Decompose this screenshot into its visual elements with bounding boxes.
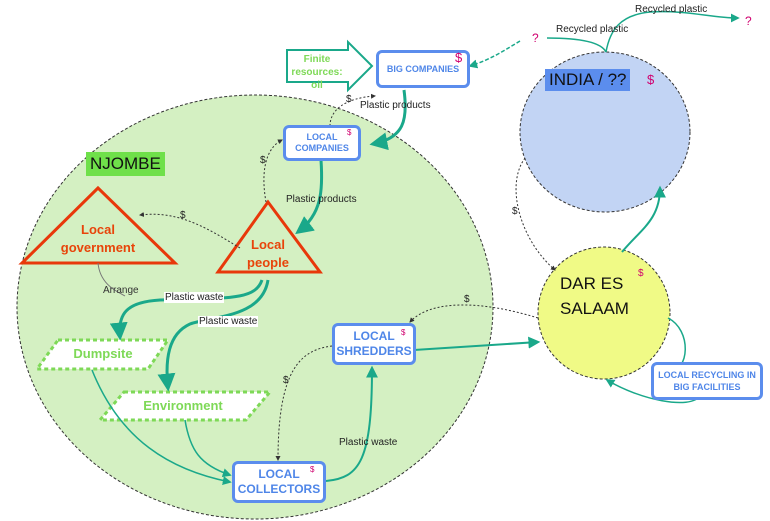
line-government-arrange xyxy=(97,262,126,297)
local-collectors-label-1: LOCAL xyxy=(258,467,300,481)
dar-es-salaam-region xyxy=(537,246,671,380)
local-companies-label-2: COMPANIES xyxy=(295,143,349,153)
flow-recycled-to-big xyxy=(468,40,521,69)
flow-people-to-dumpsite xyxy=(109,279,264,341)
local-recycling-box[interactable]: LOCAL RECYCLING IN BIG FACILITIES xyxy=(651,362,763,400)
flow-people-to-environment xyxy=(157,279,270,392)
local-companies-box[interactable]: LOCAL COMPANIES xyxy=(283,125,361,161)
local-recycling-label-1: LOCAL RECYCLING IN xyxy=(658,370,756,380)
big-companies-dollar: $ xyxy=(455,50,463,65)
local-shredders-dollar: $ xyxy=(401,328,406,337)
dumpsite-label: Dumpsite xyxy=(73,346,133,361)
finite-resources-arrow xyxy=(286,39,374,93)
local-collectors-dollar: $ xyxy=(310,465,315,474)
edge-arrange: Arrange xyxy=(103,285,139,296)
local-shredders-label-1: LOCAL xyxy=(353,329,395,343)
money-marker-people-local: $ xyxy=(260,155,266,166)
edge-plastic-products-1: Plastic products xyxy=(360,100,431,111)
flow-collectors-to-shredders xyxy=(325,365,378,482)
finite-resources-label: Finite resources: oil xyxy=(291,54,343,91)
money-marker-india-dar: $ xyxy=(512,206,518,217)
environment-shape xyxy=(96,390,274,422)
money-marker-dar-shredders: $ xyxy=(464,294,470,305)
edge-recycled-plastic-top: Recycled plastic xyxy=(635,4,708,15)
question-mark-right: ? xyxy=(745,14,752,28)
money-india-to-dar xyxy=(515,157,556,271)
flow-environment-to-collectors xyxy=(184,419,232,477)
flow-india-to-recycled xyxy=(546,37,607,53)
india-label: INDIA / ?? xyxy=(545,69,631,91)
flow-dar-to-india xyxy=(621,185,666,253)
local-people-label: Local people xyxy=(247,237,289,270)
local-collectors-label-2: COLLECTORS xyxy=(237,482,321,496)
india-dollar: $ xyxy=(647,72,655,87)
edge-plastic-waste-2: Plastic waste xyxy=(198,316,259,327)
flow-shredders-to-dar xyxy=(413,336,541,351)
edge-plastic-waste-3: Plastic waste xyxy=(339,437,398,448)
money-local-to-big-companies xyxy=(329,93,376,127)
local-recycling-label-2: BIG FACILITIES xyxy=(673,382,741,392)
money-people-to-government xyxy=(139,212,241,249)
dar-dollar: $ xyxy=(638,268,644,279)
local-government-label: Local government xyxy=(60,222,136,255)
dar-label-line1: DAR ES xyxy=(560,274,624,293)
money-marker-people-gov: $ xyxy=(180,210,186,221)
edge-recycled-plastic: Recycled plastic xyxy=(556,24,629,35)
edge-plastic-waste-1: Plastic waste xyxy=(164,292,225,303)
njombe-label: NJOMBE xyxy=(86,152,165,176)
money-shredders-to-collectors xyxy=(275,345,333,461)
local-collectors-box[interactable]: LOCAL COLLECTORS xyxy=(232,461,326,503)
flow-big-to-local-companies xyxy=(369,89,407,151)
dumpsite-shape xyxy=(34,338,171,371)
local-shredders-label-2: SHREDDERS xyxy=(336,344,412,358)
local-companies-label-1: LOCAL xyxy=(306,132,338,142)
dar-label-line2: SALAAM xyxy=(560,299,629,318)
edge-plastic-products-2: Plastic products xyxy=(286,194,357,205)
money-marker-local-big: $ xyxy=(346,94,352,105)
flow-dumpsite-to-collectors xyxy=(91,369,232,485)
flow-local-companies-to-people xyxy=(295,159,324,235)
big-companies-box[interactable]: BIG COMPANIES xyxy=(376,50,470,88)
money-marker-shredders-collectors: $ xyxy=(283,375,289,386)
environment-label: Environment xyxy=(143,398,223,413)
india-region xyxy=(519,51,691,213)
local-companies-dollar: $ xyxy=(347,128,352,137)
question-mark-left: ? xyxy=(532,31,539,45)
local-people-triangle xyxy=(215,199,323,274)
local-shredders-box[interactable]: LOCAL SHREDDERS xyxy=(332,323,416,365)
flow-india-to-question xyxy=(605,10,740,53)
big-companies-label: BIG COMPANIES xyxy=(386,64,460,74)
